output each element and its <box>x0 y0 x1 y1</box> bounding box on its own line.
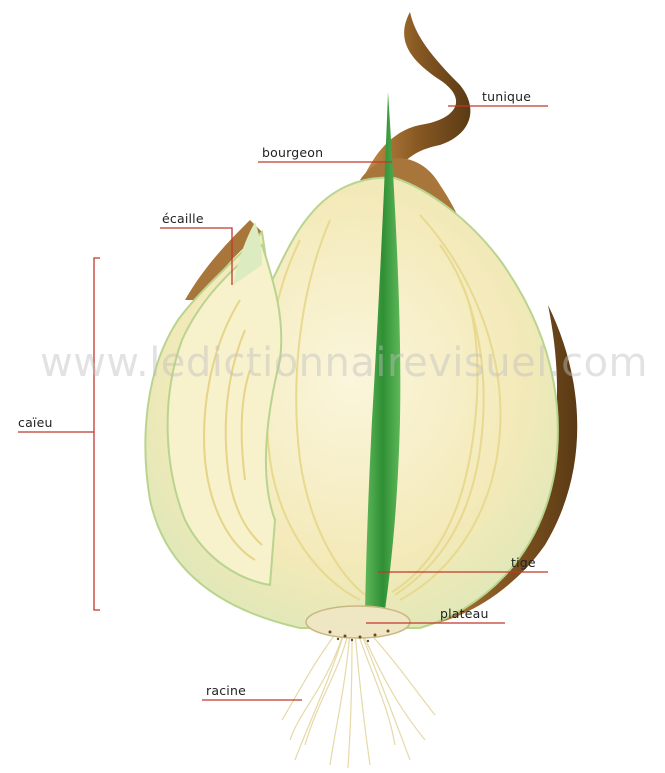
caieu-bracket <box>94 258 100 610</box>
label-tunique: tunique <box>482 89 531 104</box>
label-caieu: caïeu <box>18 415 53 430</box>
watermark: www.ledictionnairevisuel.com <box>40 340 648 386</box>
roots <box>282 628 435 768</box>
label-racine: racine <box>206 683 246 698</box>
label-bourgeon: bourgeon <box>262 145 323 160</box>
label-plateau: plateau <box>440 606 489 621</box>
label-ecaille: écaille <box>162 211 204 226</box>
basal-plate <box>306 606 410 638</box>
label-tige: tige <box>511 555 536 570</box>
